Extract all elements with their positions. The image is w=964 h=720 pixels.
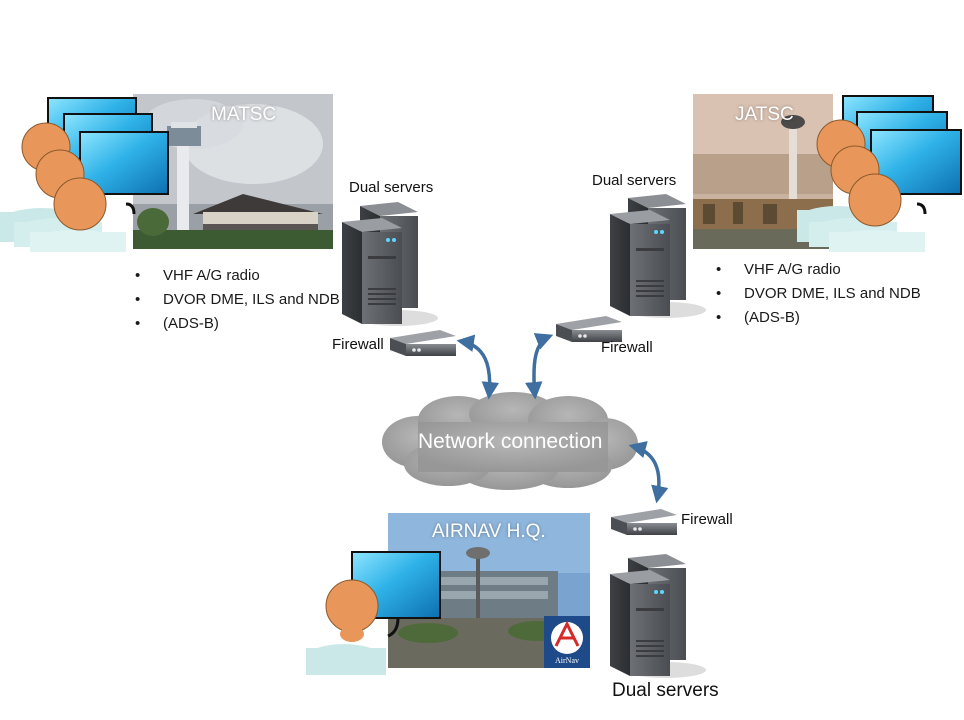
airnav-logo-text: AirNav xyxy=(555,656,579,665)
matsc-link-arrow xyxy=(456,334,500,400)
hq-photo: AIRNAV H.Q. xyxy=(388,513,590,668)
jatsc-title: JATSC xyxy=(735,104,794,125)
list-item: (ADS-B) xyxy=(135,312,340,336)
hq-dual-servers-label: Dual servers xyxy=(612,680,719,701)
list-item: DVOR DME, ILS and NDB xyxy=(716,282,921,306)
jatsc-firewall-label: Firewall xyxy=(601,339,653,356)
hq-firewall-label: Firewall xyxy=(681,511,733,528)
list-item: VHF A/G radio xyxy=(135,264,340,288)
airnav-logo: AirNav xyxy=(544,616,590,668)
hq-link-arrow xyxy=(628,441,669,504)
hq-server-icon xyxy=(610,554,706,678)
jatsc-photo: JATSC xyxy=(693,94,833,249)
jatsc-link-arrow xyxy=(525,333,554,400)
matsc-firewall-label: Firewall xyxy=(332,336,384,353)
hq-operator-icon xyxy=(306,551,441,675)
network-cloud-icon xyxy=(382,392,638,490)
hq-firewall-icon xyxy=(611,509,677,535)
jatsc-operators-icon xyxy=(797,95,962,252)
list-item: (ADS-B) xyxy=(716,306,921,330)
jatsc-firewall-icon xyxy=(556,316,622,342)
hq-title: AIRNAV H.Q. xyxy=(432,521,546,542)
list-item: DVOR DME, ILS and NDB xyxy=(135,288,340,312)
matsc-capabilities-list: VHF A/G radio DVOR DME, ILS and NDB (ADS… xyxy=(135,264,340,336)
network-connection-label: Network connection xyxy=(418,430,603,453)
list-item: VHF A/G radio xyxy=(716,258,921,282)
matsc-operators-icon xyxy=(0,97,169,252)
matsc-firewall-icon xyxy=(390,330,456,356)
matsc-title: MATSC xyxy=(211,104,277,125)
matsc-server-icon xyxy=(342,202,438,326)
jatsc-capabilities-list: VHF A/G radio DVOR DME, ILS and NDB (ADS… xyxy=(716,258,921,330)
matsc-dual-servers-label: Dual servers xyxy=(349,179,434,196)
jatsc-dual-servers-label: Dual servers xyxy=(592,172,677,189)
matsc-photo: MATSC xyxy=(133,94,333,249)
jatsc-server-icon xyxy=(610,194,706,318)
